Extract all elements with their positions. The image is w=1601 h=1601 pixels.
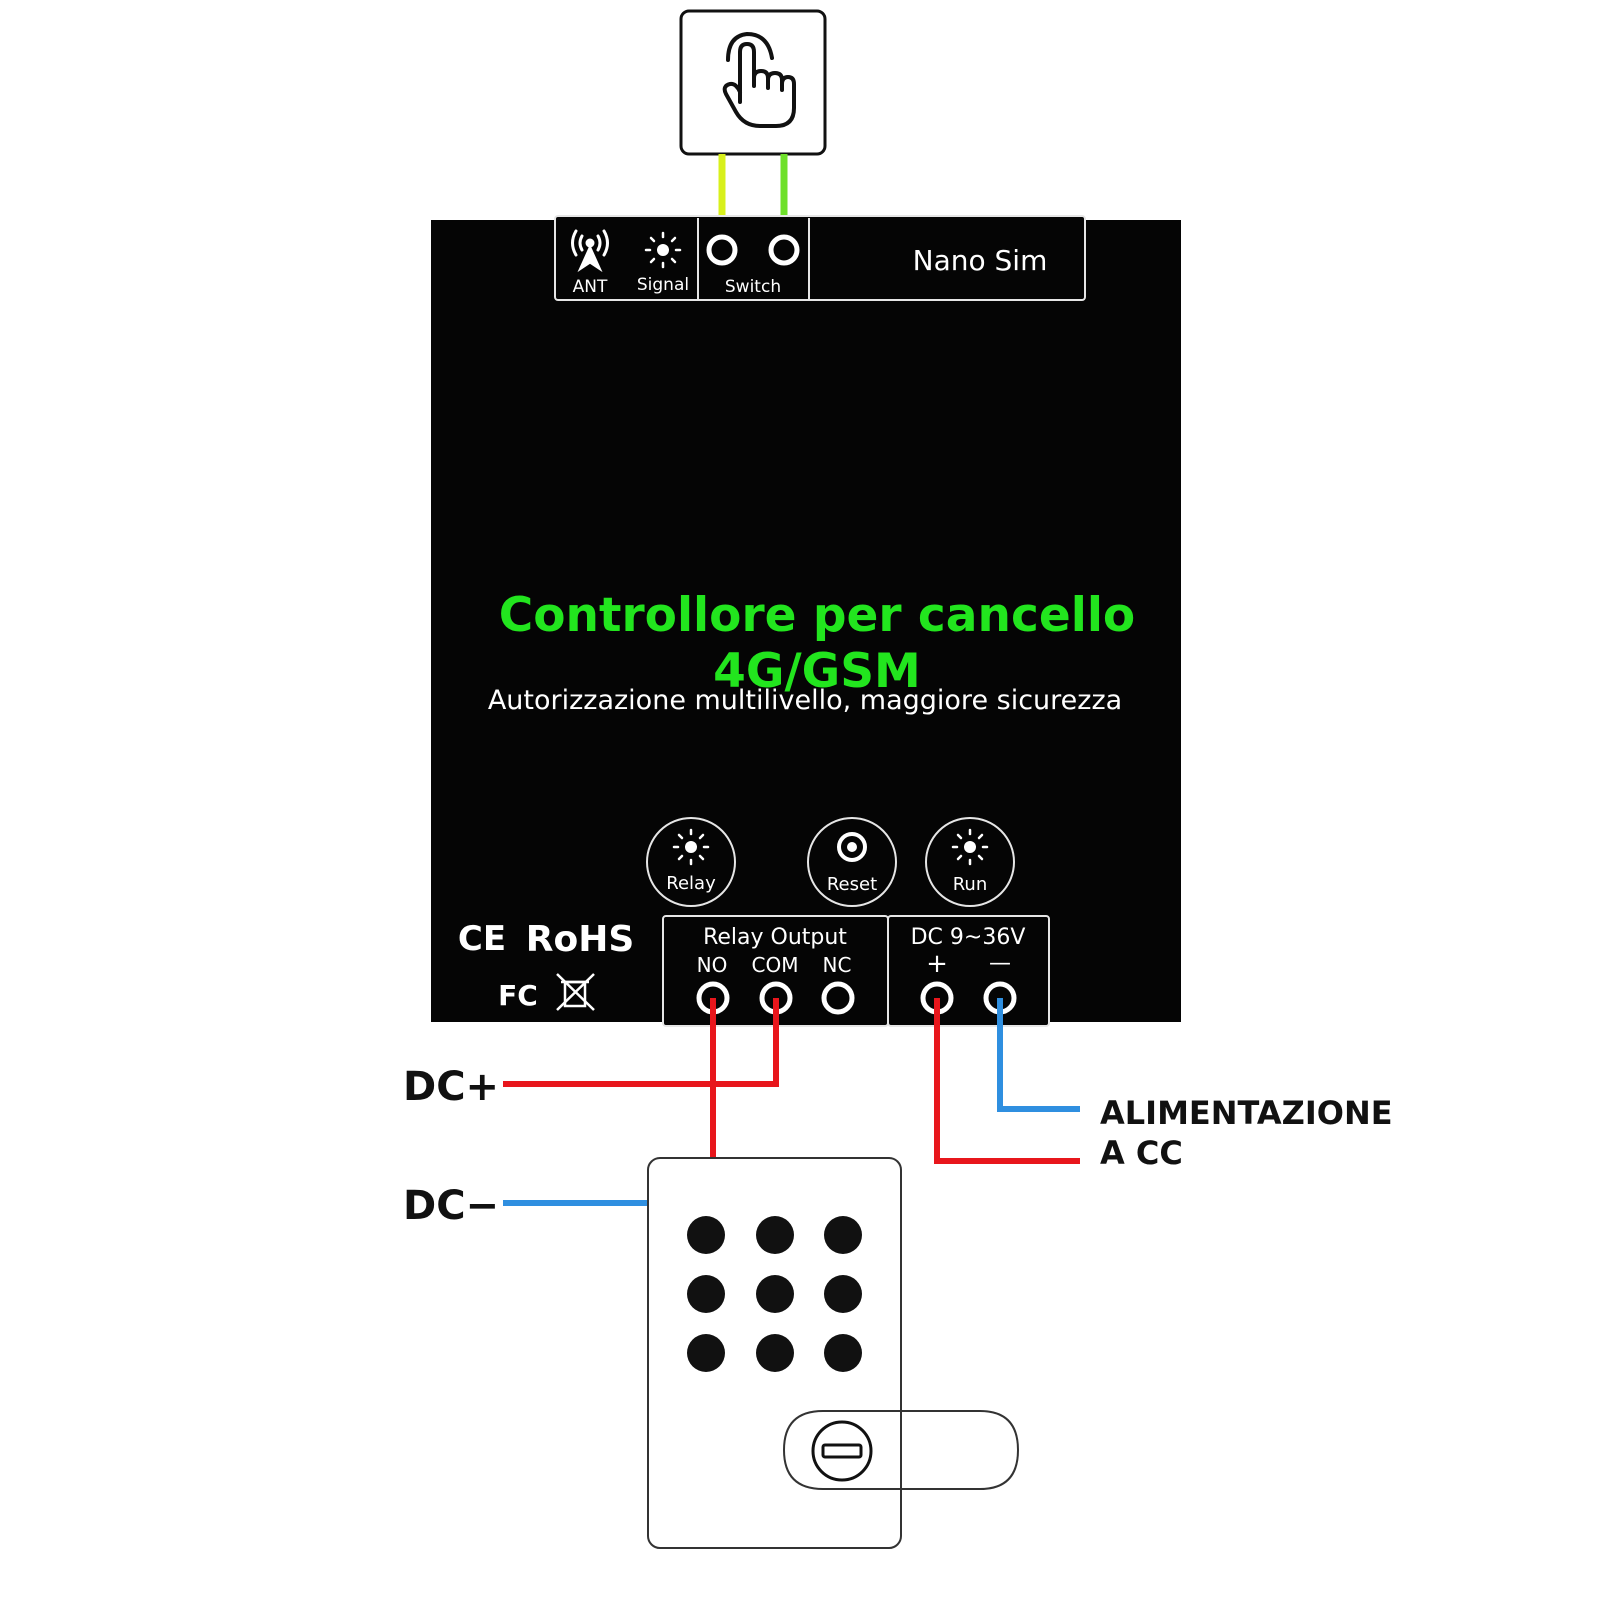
relay-indicator-label: Relay [666, 873, 716, 894]
bottom-terminals [696, 981, 1017, 1015]
signal-label: Signal [637, 275, 689, 295]
run-label: Run [953, 874, 988, 895]
dc-plus-label: DC+ [403, 1064, 499, 1110]
switch-terminal-1 [706, 234, 738, 266]
top-panel: ANT Signal Switch Nano Sim [554, 215, 1086, 301]
supply-label-line2: A CC [1100, 1134, 1183, 1172]
ce-mark: CE [458, 919, 506, 959]
wire-power-plus [934, 998, 1080, 1164]
supply-label-line1: ALIMENTAZIONE [1100, 1094, 1393, 1132]
ant-label: ANT [573, 277, 608, 297]
terminal-nc [821, 981, 855, 1015]
reset-button[interactable]: Reset [807, 817, 897, 907]
device-title-line1: Controllore per cancello [499, 588, 1135, 643]
keypad-buttons [687, 1216, 862, 1372]
power-input-panel: DC 9~36V + — [887, 915, 1050, 1027]
wires [503, 998, 1080, 1206]
controller-body [431, 220, 1181, 1022]
relay-indicator: Relay [646, 817, 736, 907]
relay-led-icon [672, 828, 710, 866]
com-label: COM [752, 953, 799, 977]
fc-mark: FC [498, 979, 538, 1012]
run-led-icon [951, 828, 989, 866]
keypad-lock-icon [647, 1157, 1020, 1549]
power-plus-label: + [926, 949, 948, 979]
run-indicator: Run [925, 817, 1015, 907]
switch-label: Switch [725, 277, 781, 297]
dc-minus-label: DC− [403, 1183, 499, 1229]
rohs-mark: RoHS [526, 919, 635, 960]
signal-led-icon [644, 231, 682, 269]
no-label: NO [697, 953, 728, 977]
switch-terminal-2 [768, 234, 800, 266]
reset-icon [837, 832, 867, 862]
device-title-line2: 4G/GSM [713, 644, 921, 699]
certifications: CE RoHS FC [458, 919, 634, 1012]
nano-sim-label: Nano Sim [913, 244, 1048, 277]
antenna-icon [571, 229, 609, 273]
power-title: DC 9~36V [911, 925, 1026, 950]
push-button [679, 9, 827, 156]
device-subtitle: Autorizzazione multilivello, maggiore si… [488, 685, 1122, 716]
wire-dc-plus-to-com [503, 998, 779, 1087]
weee-bin-icon [556, 973, 595, 1011]
reset-label: Reset [827, 874, 877, 895]
wire-power-minus [997, 998, 1080, 1112]
hand-pointer-icon [722, 32, 796, 128]
nc-label: NC [823, 953, 852, 977]
power-minus-label: — [989, 951, 1011, 976]
relay-output-title: Relay Output [703, 925, 847, 950]
